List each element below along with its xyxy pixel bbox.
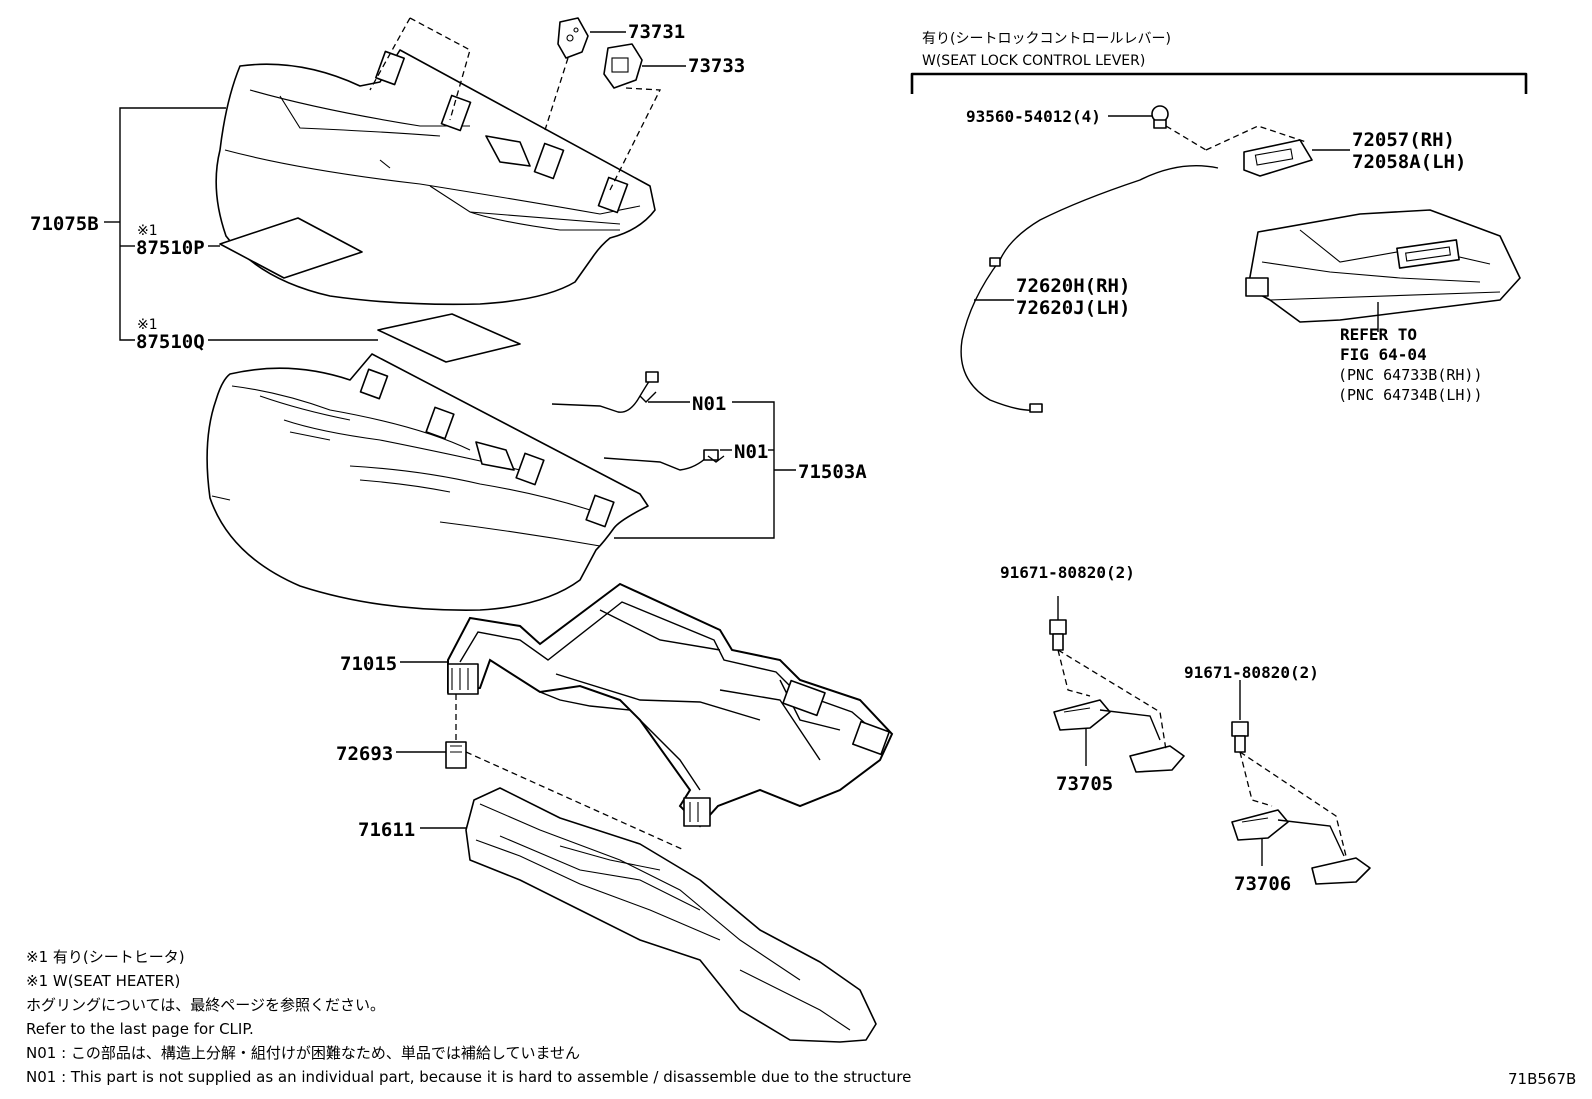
cable-72620-drawing — [960, 165, 1219, 413]
heater-sheet-87510Q-drawing — [377, 313, 521, 363]
header-en: W(SEAT LOCK CONTROL LEVER) — [922, 53, 1145, 69]
note-line-6: N01 : This part is not supplied as an in… — [26, 1068, 911, 1086]
clip-73731-drawing — [557, 17, 589, 59]
label-87510P: 87510P — [136, 237, 205, 259]
label-93560: 93560-54012(4) — [966, 107, 1101, 126]
section-bracket — [910, 72, 1528, 94]
label-refer-fig: FIG 64-04 — [1340, 345, 1427, 364]
label-71503A: 71503A — [798, 461, 867, 483]
label-note-mark-2: ※1 — [137, 317, 158, 333]
n01-sensor-wire-upper — [551, 371, 659, 413]
label-refer-to: REFER TO — [1340, 325, 1417, 344]
header-jp: 有り(シートロックコントロールレバー) — [922, 31, 1171, 47]
label-72620J: 72620J(LH) — [1016, 297, 1130, 319]
label-73706: 73706 — [1234, 873, 1291, 895]
note-line-1: ※1 有り(シートヒータ) — [26, 948, 185, 966]
label-72057: 72057(RH) — [1352, 129, 1455, 151]
label-73733: 73733 — [688, 55, 745, 77]
note-line-2: ※1 W(SEAT HEATER) — [26, 972, 180, 990]
label-91671-a: 91671-80820(2) — [1000, 563, 1135, 582]
label-72620H: 72620H(RH) — [1016, 275, 1130, 297]
label-pnc-rh: (PNC 64733B(RH)) — [1338, 366, 1483, 384]
label-73705: 73705 — [1056, 773, 1113, 795]
seat-cushion-pad-drawing — [206, 353, 649, 611]
clip-73733-drawing — [603, 43, 643, 89]
label-72693: 72693 — [336, 743, 393, 765]
label-71611: 71611 — [358, 819, 415, 841]
diagram-code: 71B567B — [1508, 1070, 1576, 1088]
label-73731: 73731 — [628, 21, 685, 43]
label-note-mark-1: ※1 — [137, 223, 158, 239]
lever-72057-drawing — [1243, 139, 1313, 177]
label-71075B: 71075B — [30, 213, 99, 235]
label-pnc-lh: (PNC 64734B(LH)) — [1338, 386, 1483, 404]
label-91671-b: 91671-80820(2) — [1184, 663, 1319, 682]
n01-sensor-wire-lower — [603, 449, 725, 471]
label-71015: 71015 — [340, 653, 397, 675]
striker-73705-drawing — [1049, 619, 1185, 773]
side-shield-reference-drawing — [1245, 209, 1521, 323]
bolt-93560-drawing — [1151, 105, 1169, 129]
note-line-5: N01 : この部品は、構造上分解・組付けが困難なため、単品では補給していません — [26, 1044, 580, 1062]
label-87510Q: 87510Q — [136, 331, 205, 353]
striker-73706-drawing — [1231, 721, 1371, 885]
seat-frame-drawing — [447, 582, 894, 828]
cushion-under-tray-drawing — [465, 787, 877, 1043]
note-line-3: ホグリングについては、最終ページを参照ください。 — [26, 996, 385, 1014]
note-line-4: Refer to the last page for CLIP. — [26, 1020, 254, 1038]
label-n01-upper: N01 — [692, 393, 726, 415]
clip-72693-drawing — [445, 741, 467, 769]
label-n01-lower: N01 — [734, 441, 768, 463]
heater-sheet-87510P-drawing — [219, 217, 363, 279]
label-72058A: 72058A(LH) — [1352, 151, 1466, 173]
